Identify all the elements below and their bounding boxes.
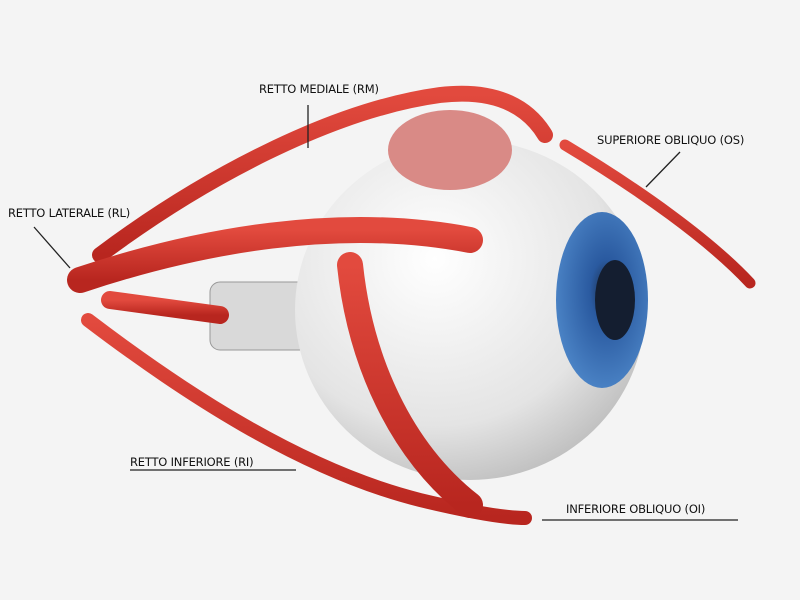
leader-lines <box>33 105 738 521</box>
label-retto-inferiore: RETTO INFERIORE (RI) <box>130 455 254 469</box>
label-superiore-obliquo: SUPERIORE OBLIQUO (OS) <box>597 133 745 147</box>
retto-superiore-muscle <box>101 291 229 324</box>
retto-inferiore-muscle <box>81 313 532 525</box>
inferiore-obliquo-muscle <box>337 252 483 518</box>
muscle-insertion <box>388 110 512 190</box>
label-retto-mediale: RETTO MEDIALE (RM) <box>259 82 379 96</box>
muscles <box>67 85 756 525</box>
retto-mediale-muscle <box>92 85 553 263</box>
label-inferiore-obliquo: INFERIORE OBLIQUO (OI) <box>566 502 706 516</box>
label-retto-laterale: RETTO LATERALE (RL) <box>8 206 131 220</box>
pupil <box>595 260 635 340</box>
retto-laterale-muscle <box>67 217 483 293</box>
superiore-obliquo-muscle <box>559 139 756 289</box>
